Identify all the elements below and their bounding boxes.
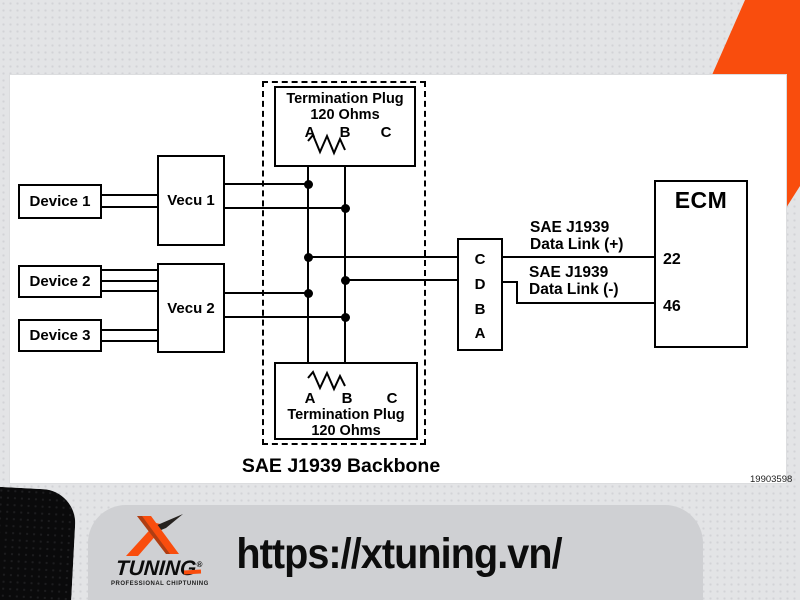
document-number: 19903598 — [750, 474, 793, 485]
pin-a-label: A — [304, 390, 316, 407]
wire-datalink-minus — [503, 281, 517, 283]
pin-c-label: C — [380, 124, 392, 141]
wire — [102, 194, 157, 196]
pin-a-label: A — [304, 124, 316, 141]
wire — [102, 206, 157, 208]
wire — [308, 256, 457, 258]
pin-c-label: C — [386, 390, 398, 407]
vecu1-box: Vecu 1 — [157, 155, 225, 246]
device3-label: Device 3 — [29, 327, 91, 344]
device3-box: Device 3 — [18, 319, 102, 352]
pin-b-label: B — [341, 390, 353, 407]
wire — [225, 316, 346, 318]
wire — [225, 183, 309, 185]
backbone-line-b — [344, 150, 346, 387]
vecu2-label: Vecu 2 — [167, 299, 215, 317]
ecm-pin-22: 22 — [663, 251, 681, 268]
wire-datalink-minus — [516, 281, 518, 304]
junction-dot — [304, 289, 313, 298]
wire — [225, 207, 346, 209]
connector-pin-b: B — [474, 301, 486, 318]
pin-b-label: B — [339, 124, 351, 141]
footer-brand-card: TUNING® PROFESSIONAL CHIPTUNING — [88, 505, 703, 600]
junction-dot — [304, 180, 313, 189]
wire-datalink-minus — [517, 302, 654, 304]
device2-label: Device 2 — [29, 273, 91, 290]
device2-box: Device 2 — [18, 265, 102, 298]
wire — [102, 280, 157, 282]
wire-datalink-plus — [503, 256, 654, 258]
vecu2-box: Vecu 2 — [157, 263, 225, 353]
device1-label: Device 1 — [29, 193, 91, 210]
resistor-icon — [307, 370, 346, 392]
brand-tagline: PROFESSIONAL CHIPTUNING — [111, 581, 209, 587]
wire — [345, 279, 457, 281]
datalink-minus-line2: Data Link (-) — [529, 281, 619, 298]
wire — [102, 329, 157, 331]
connector-pin-a: A — [474, 325, 486, 342]
termination-plug-bottom-title: Termination Plug — [287, 407, 405, 423]
ecm-box: ECM 22 46 — [654, 180, 748, 348]
black-corner-shape — [0, 484, 77, 600]
xtuning-x-logo-icon — [126, 514, 183, 556]
datalink-plus-line1: SAE J1939 — [530, 219, 610, 236]
termination-plug-top-box: Termination Plug 120 Ohms A B C — [274, 86, 416, 167]
datalink-minus-label: SAE J1939 Data Link (-) — [529, 264, 619, 298]
ecm-title: ECM — [674, 187, 728, 213]
termination-plug-bottom-ohms: 120 Ohms — [311, 423, 381, 439]
datalink-plus-label: SAE J1939 Data Link (+) — [530, 219, 623, 253]
connector-pin-d: D — [474, 276, 486, 293]
brand-text: TUNING — [115, 557, 198, 580]
connector-cdba-box: C D B A — [457, 238, 503, 351]
wire — [102, 290, 157, 292]
junction-dot — [341, 204, 350, 213]
junction-dot — [341, 313, 350, 322]
backbone-dashed-outline — [262, 81, 426, 445]
junction-dot — [304, 253, 313, 262]
termination-plug-bottom-box: A B C Termination Plug 120 Ohms — [274, 362, 418, 440]
vecu1-label: Vecu 1 — [167, 192, 215, 209]
device1-box: Device 1 — [18, 184, 102, 219]
datalink-minus-line1: SAE J1939 — [529, 264, 609, 281]
registered-mark: ® — [196, 560, 203, 569]
wire — [102, 340, 157, 342]
termination-plug-top-title: Termination Plug — [286, 91, 404, 107]
resistor-icon — [307, 133, 346, 156]
junction-dot — [341, 276, 350, 285]
website-url: https://xtuning.vn/ — [236, 530, 562, 578]
wire — [225, 292, 309, 294]
connector-pin-c: C — [474, 251, 486, 268]
termination-plug-top-ohms: 120 Ohms — [310, 107, 380, 123]
backbone-caption: SAE J1939 Backbone — [241, 455, 441, 477]
wire — [102, 269, 157, 271]
datalink-plus-line2: Data Link (+) — [530, 236, 624, 253]
ecm-pin-46: 46 — [663, 298, 681, 315]
